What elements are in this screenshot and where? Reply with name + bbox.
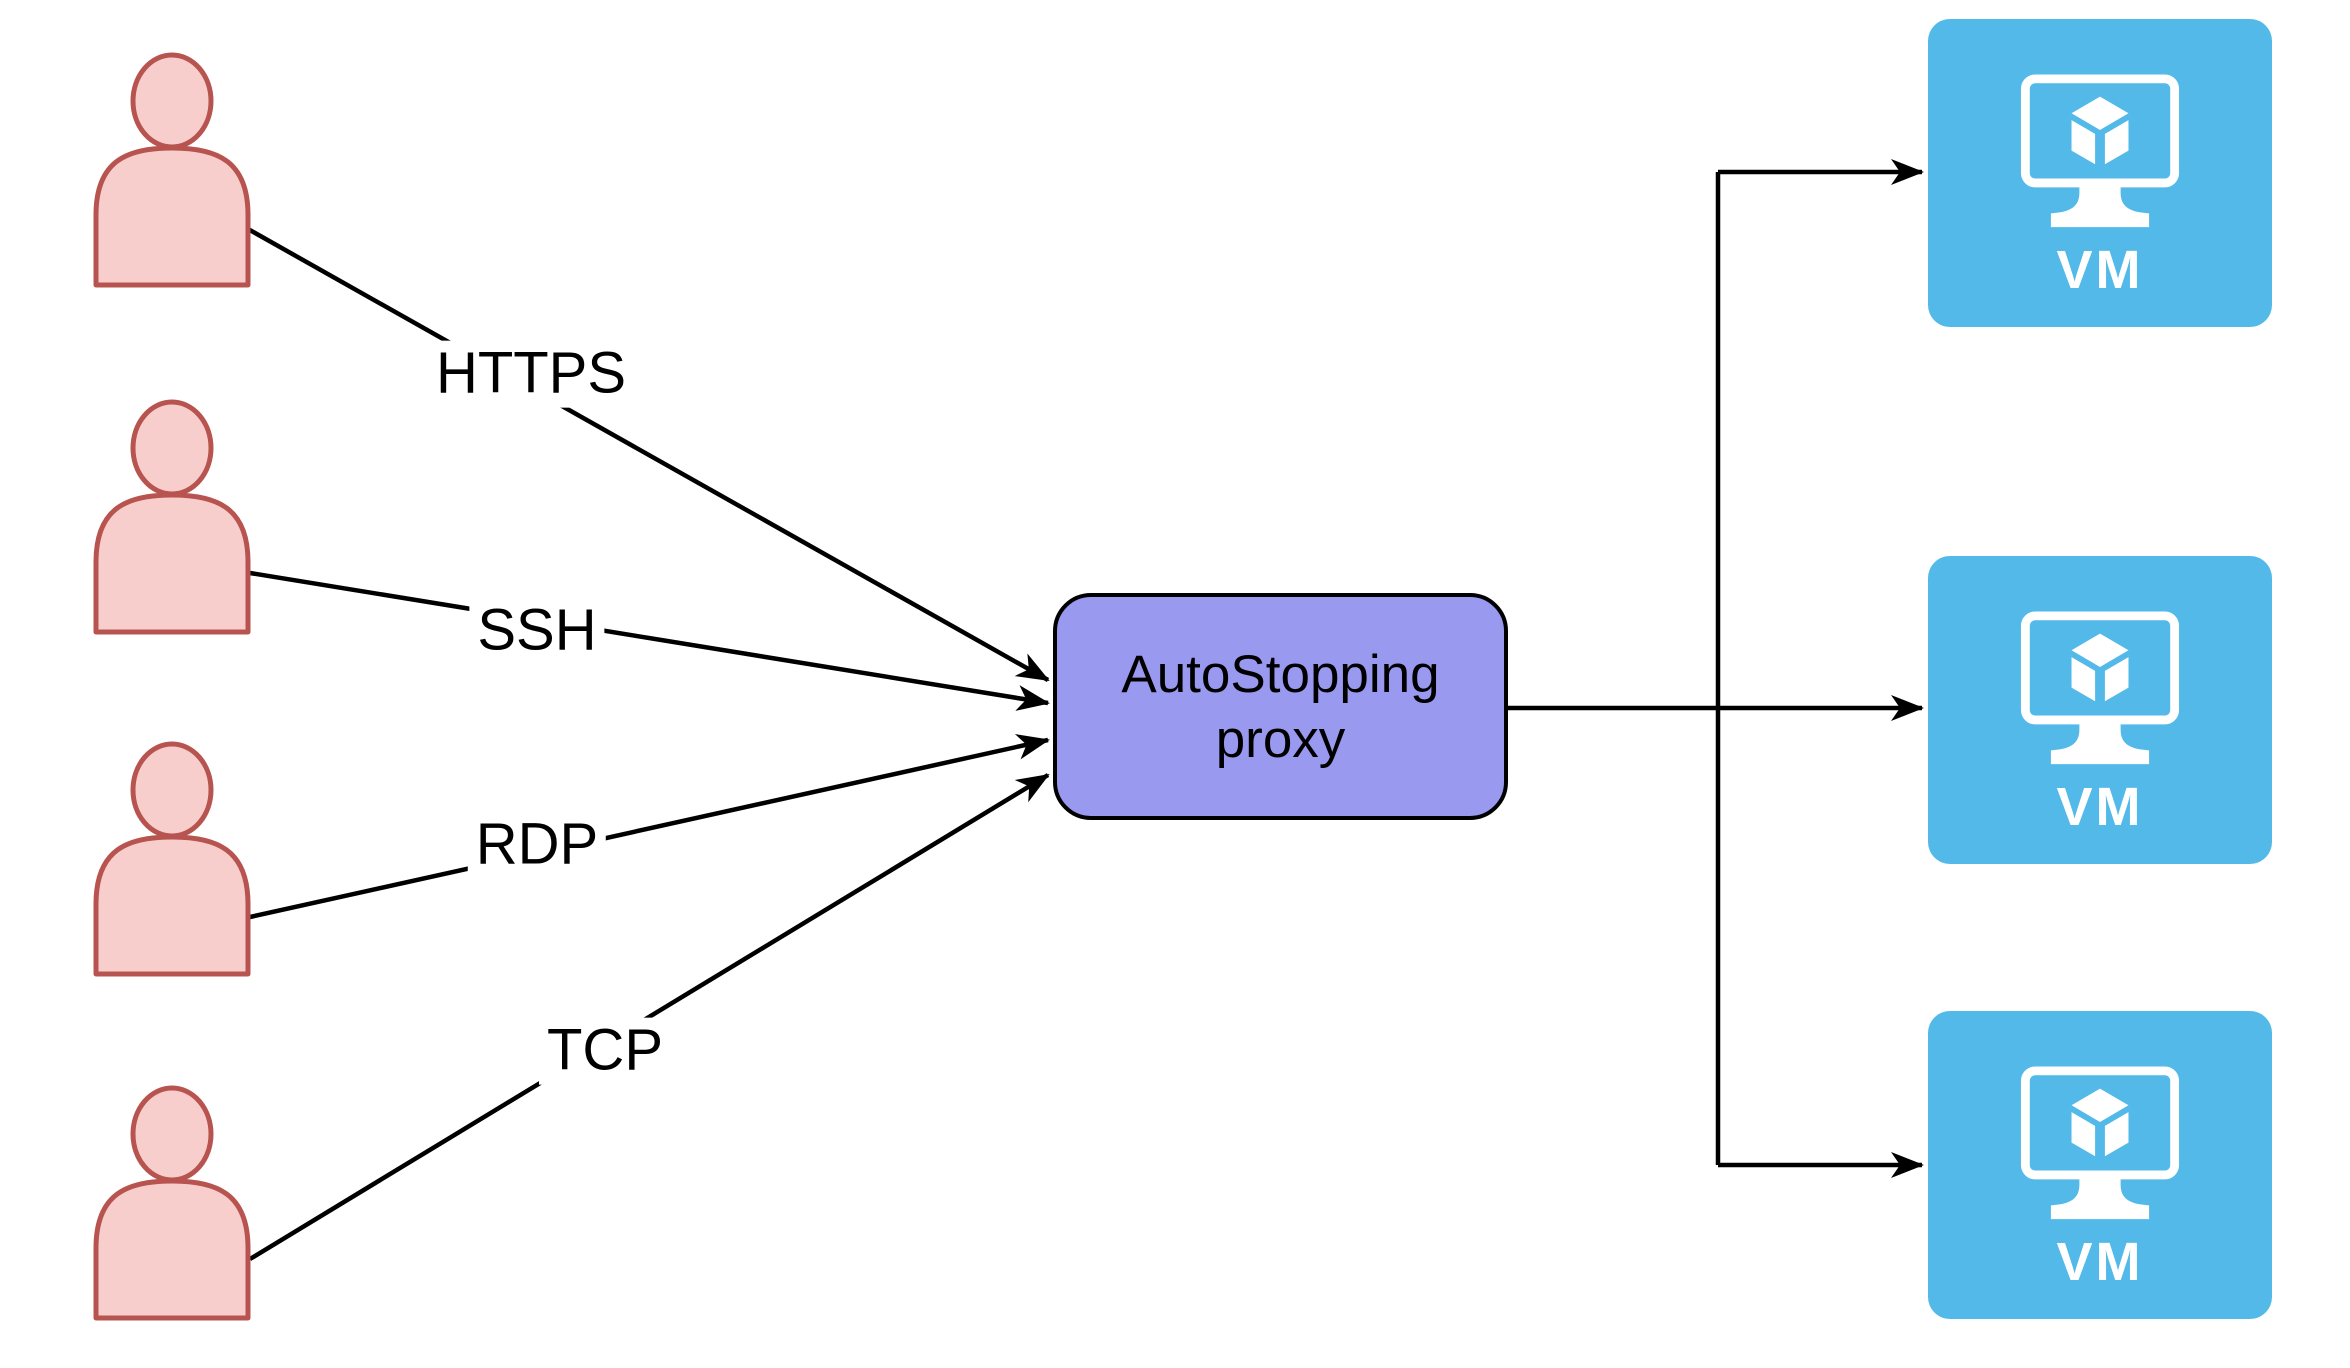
user-head <box>130 399 214 497</box>
monitor-frame <box>2020 74 2180 188</box>
user-icon <box>93 52 251 288</box>
monitor-frame <box>2020 611 2180 725</box>
vm-label: VM <box>2056 777 2144 837</box>
user-body <box>93 145 251 288</box>
user-icon <box>93 399 251 635</box>
vm-node: VM <box>1928 556 2272 864</box>
monitor-stand <box>2050 182 2150 228</box>
connector-tcp <box>248 773 1050 1261</box>
user-body <box>93 492 251 635</box>
monitor-frame <box>2020 1066 2180 1180</box>
user-icon <box>93 1085 251 1321</box>
user-icon <box>93 741 251 977</box>
autostopping-proxy-node: AutoStopping proxy <box>1053 593 1508 820</box>
proxy-label: AutoStopping proxy <box>1121 644 1440 769</box>
cube-right-face <box>2104 1112 2129 1157</box>
cube-left-face <box>2071 657 2096 702</box>
cube-top-face <box>2071 633 2129 667</box>
cube-top-face <box>2071 1088 2129 1122</box>
monitor-stand <box>2050 1174 2150 1220</box>
vm-monitor-cube-icon <box>2020 611 2180 765</box>
cube-left-face <box>2071 1112 2096 1157</box>
user-head <box>130 741 214 839</box>
cube-left-face <box>2071 120 2096 165</box>
edge-label-rdp: RDP <box>467 811 607 879</box>
vm-node: VM <box>1928 19 2272 327</box>
edge-label-https: HTTPS <box>427 340 635 408</box>
monitor-stand <box>2050 719 2150 765</box>
connector-ssh <box>249 570 1050 711</box>
user-head <box>130 52 214 150</box>
user-body <box>93 1178 251 1321</box>
cube-top-face <box>2071 96 2129 130</box>
vm-monitor-cube-icon <box>2020 1066 2180 1220</box>
vm-monitor-cube-icon <box>2020 74 2180 228</box>
cube-right-face <box>2104 120 2129 165</box>
edge-label-ssh: SSH <box>469 597 605 665</box>
vm-node: VM <box>1928 1011 2272 1319</box>
connector-https <box>246 227 1050 682</box>
user-head <box>130 1085 214 1183</box>
cube-right-face <box>2104 657 2129 702</box>
vm-label: VM <box>2056 1232 2144 1292</box>
vm-label: VM <box>2056 240 2144 300</box>
connector-rdp <box>249 734 1050 920</box>
user-body <box>93 834 251 977</box>
edge-label-tcp: TCP <box>539 1017 671 1085</box>
